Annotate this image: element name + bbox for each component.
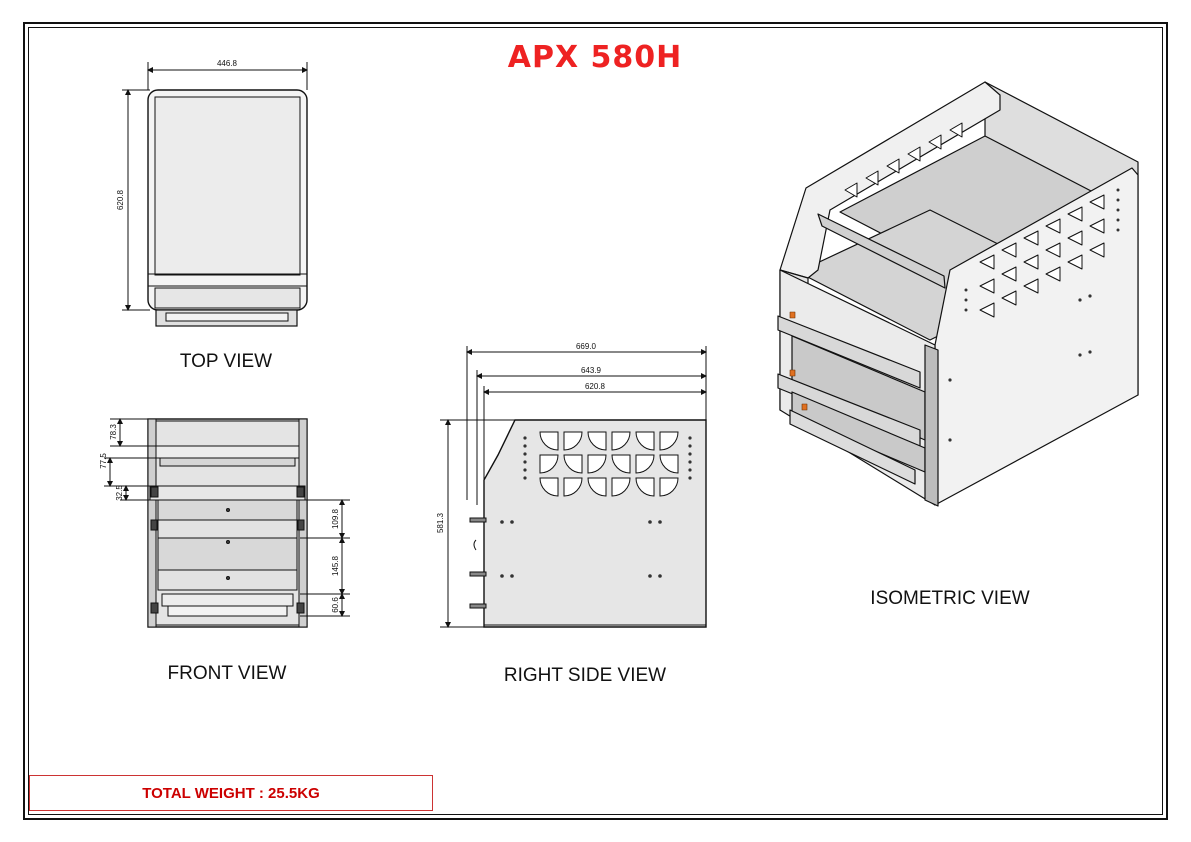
front-dim-145: 145.8 xyxy=(331,555,340,576)
front-view-label: FRONT VIEW xyxy=(167,663,287,684)
top-depth-dim: 620.8 xyxy=(116,189,125,210)
side-dim-669: 669.0 xyxy=(576,342,597,351)
front-dim-32: 32.5 xyxy=(115,485,124,501)
drawing-border-inner xyxy=(28,27,1163,815)
isometric-view-label: ISOMETRIC VIEW xyxy=(870,588,1030,609)
drawing-title: APX 580H xyxy=(507,40,683,75)
top-width-dim: 446.8 xyxy=(217,59,238,68)
right-side-view-label: RIGHT SIDE VIEW xyxy=(503,665,667,686)
side-dim-height: 581.3 xyxy=(436,512,445,533)
front-view-drawing xyxy=(104,418,350,628)
top-view-label: TOP VIEW xyxy=(179,351,273,372)
front-dim-60: 60.6 xyxy=(331,597,340,613)
total-weight-box: TOTAL WEIGHT : 25.5KG xyxy=(29,775,433,811)
front-dim-109: 109.8 xyxy=(331,508,340,529)
front-dim-78: 78.3 xyxy=(109,424,118,440)
drawing-border-outer xyxy=(23,22,1168,820)
front-dim-77: 77.5 xyxy=(99,453,108,469)
isometric-view-drawing xyxy=(777,81,1139,507)
side-dim-620: 620.8 xyxy=(585,382,606,391)
top-view-drawing xyxy=(122,62,308,327)
total-weight-text: TOTAL WEIGHT : 25.5KG xyxy=(142,784,320,802)
side-dim-643: 643.9 xyxy=(581,366,602,375)
right-side-view-drawing xyxy=(440,346,707,628)
